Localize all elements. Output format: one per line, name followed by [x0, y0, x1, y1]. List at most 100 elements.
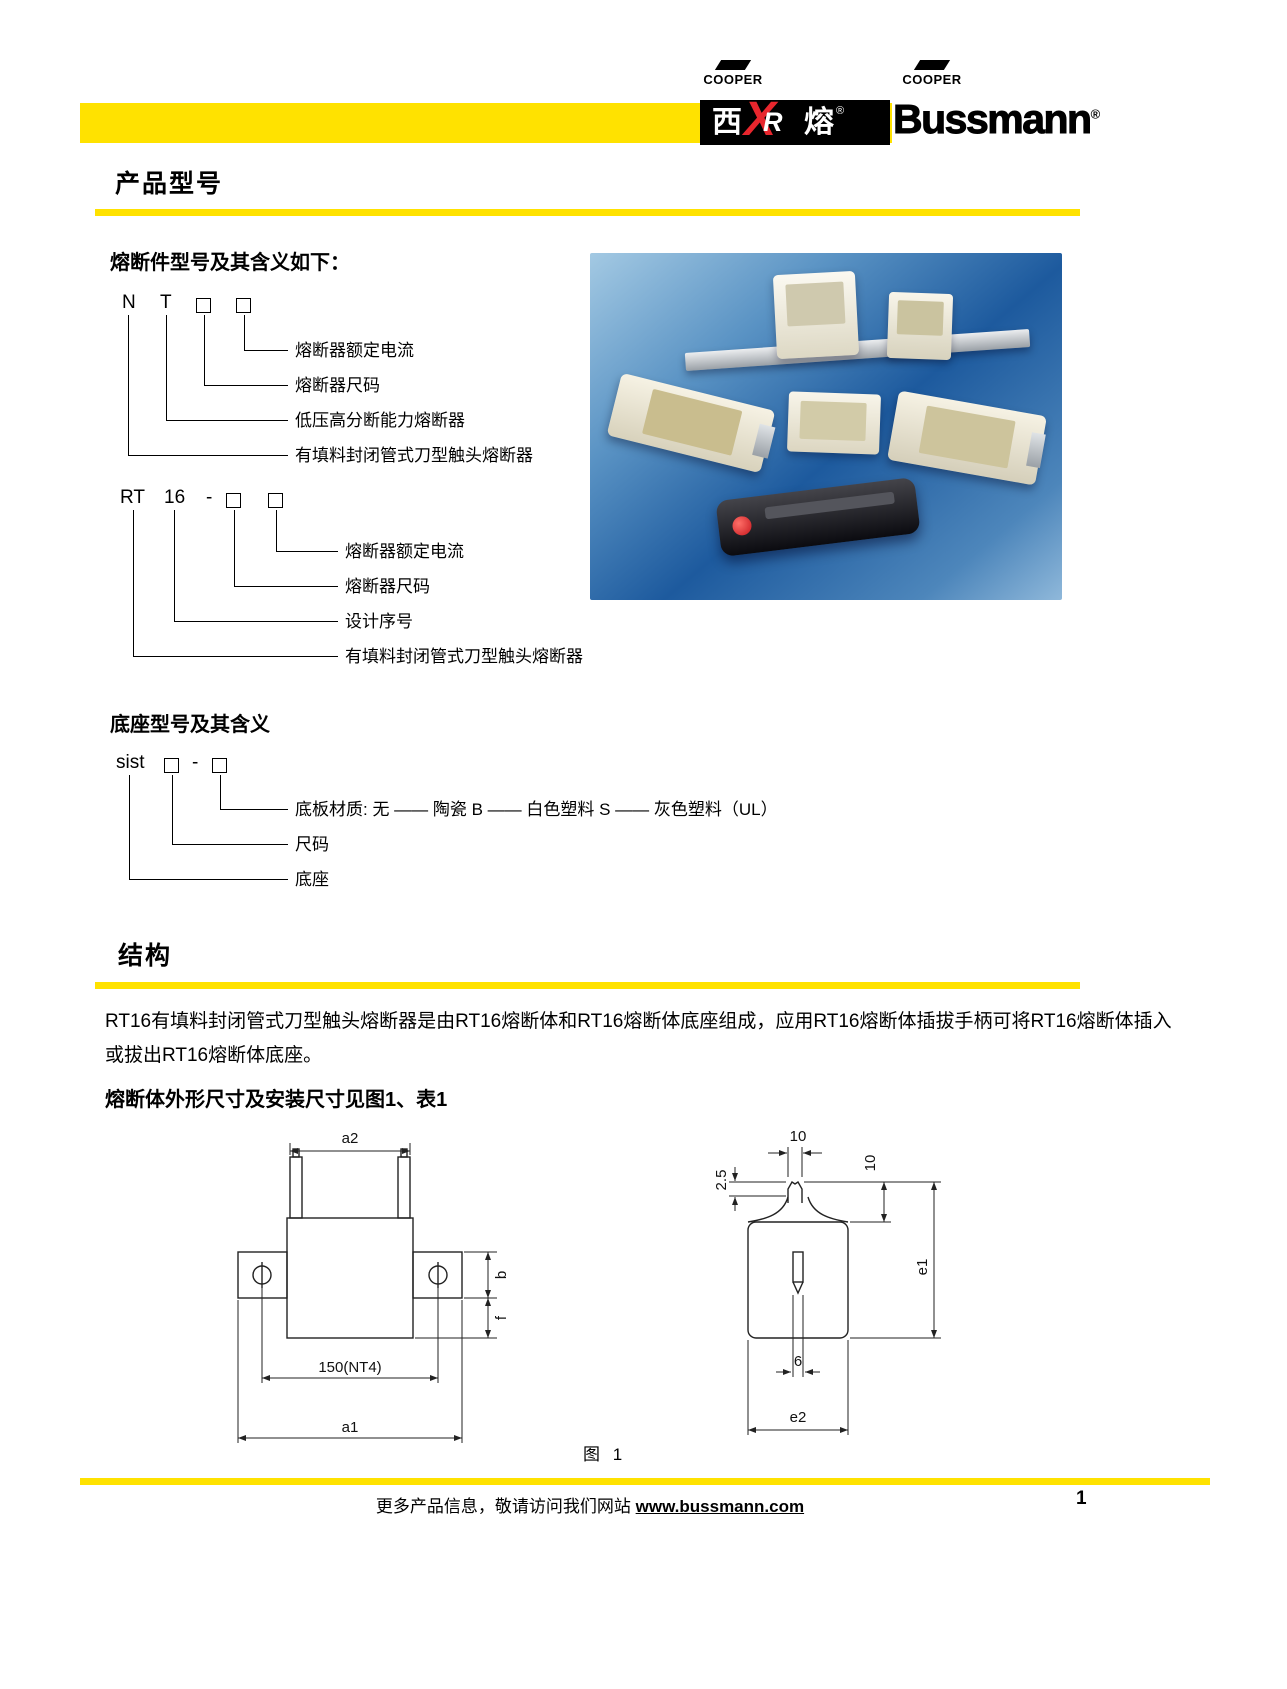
rt-size-box — [226, 493, 241, 508]
nt-letter-t: T — [160, 292, 172, 313]
rt-label-fuse-type: 有填料封闭管式刀型触头熔断器 — [345, 647, 583, 666]
dim-label-150nt4: 150(NT4) — [318, 1359, 381, 1376]
figure1-front-view: a2 b f 150(NT4) a1 — [237, 1130, 510, 1443]
dim-label-top10: 10 — [790, 1128, 807, 1145]
nt-label-size: 熔断器尺码 — [295, 376, 380, 395]
fuse-label-image — [918, 405, 1016, 469]
fuse-side-outline — [747, 1181, 849, 1339]
rt-label-design-serial: 设计序号 — [345, 612, 413, 631]
fuse-label-image — [799, 400, 867, 442]
rail-fuse-image-1 — [772, 270, 860, 360]
section-title-product-model: 产品型号 — [115, 170, 224, 198]
connector-line — [276, 510, 338, 552]
fuse-front-outline — [237, 1148, 463, 1339]
dim-label-a2: a2 — [342, 1130, 359, 1147]
nt-model-diagram: N T 熔断器额定电流 熔断器尺码 低压高分断能力熔断器 有填料封闭管式刀型触头… — [118, 290, 758, 480]
connector-line — [204, 315, 288, 386]
bussmann-registered-mark: ® — [1090, 106, 1101, 122]
cooper-flag-icon — [714, 60, 752, 70]
fuse-image-left — [606, 372, 776, 474]
xr-mark-icon: X R — [742, 93, 804, 146]
sist-label-material: 底板材质: 无 —— 陶瓷 B —— 白色塑料 S —— 灰色塑料（UL） — [295, 800, 778, 819]
connector-line — [133, 510, 338, 657]
cooper-wordmark-left: COOPER — [703, 72, 763, 87]
fuse-image-middle — [786, 391, 882, 455]
xirong-logo: 西 X R 熔 ® — [700, 93, 890, 146]
xr-x: X — [744, 93, 777, 146]
rt-current-box — [268, 493, 283, 508]
cooper-flag-icon — [913, 60, 951, 70]
section-title-structure: 结构 — [118, 942, 173, 970]
rt-letters: RT — [120, 487, 145, 508]
dim-label-e2: e2 — [790, 1409, 807, 1426]
connector-line — [172, 775, 288, 845]
nt-size-box — [196, 298, 211, 313]
xirong-rong: 熔 — [804, 106, 834, 139]
connector-line — [166, 315, 288, 421]
figure-intro: 熔断体外形尺寸及安装尺寸见图1、表1 — [105, 1089, 448, 1111]
xirong-registered-mark: ® — [836, 105, 845, 117]
fuse-label-image — [642, 388, 743, 456]
sist-size-box — [164, 758, 179, 773]
nt-current-box — [236, 298, 251, 313]
connector-line — [234, 510, 338, 587]
xirong-xi: 西 — [712, 106, 742, 139]
rt-label-size: 熔断器尺码 — [345, 577, 430, 596]
sist-model-diagram: sist - 底板材质: 无 —— 陶瓷 B —— 白色塑料 S —— 灰色塑料… — [112, 750, 1032, 900]
rt16-model-diagram: RT 16 - 熔断器额定电流 熔断器尺码 设计序号 有填料封闭管式刀型触头熔断… — [118, 485, 758, 680]
rail-fuse-image-2 — [886, 291, 954, 361]
rt-dash: - — [206, 487, 213, 508]
sist-label-base: 底座 — [295, 870, 329, 889]
connector-line — [244, 315, 288, 351]
section-rule — [95, 982, 1080, 989]
fuse-blade-image — [1026, 432, 1046, 469]
connector-line — [129, 775, 288, 880]
rt-number: 16 — [164, 487, 186, 508]
rt-label-rated-current: 熔断器额定电流 — [345, 542, 464, 561]
dim-label-f: f — [493, 1315, 510, 1320]
dim-label-e1: e1 — [914, 1259, 931, 1276]
figure1-side-view: 10 2.5 10 e1 6 e2 — [713, 1128, 941, 1435]
cooper-wordmark-right: COOPER — [902, 72, 962, 87]
fuse-blade-image — [752, 423, 776, 459]
side-view-dimensions — [729, 1147, 941, 1435]
product-photo — [590, 253, 1062, 600]
sist-word: sist — [116, 752, 145, 773]
fuse-label-image — [896, 300, 944, 336]
dim-label-right10: 10 — [862, 1155, 879, 1172]
page-number: 1 — [1076, 1488, 1087, 1509]
bussmann-logo: Bussmann® — [893, 96, 1101, 143]
connector-line — [220, 775, 288, 810]
section-rule — [95, 209, 1080, 216]
footer-website-link[interactable]: www.bussmann.com — [635, 1497, 805, 1516]
fuse-model-intro: 熔断件型号及其含义如下： — [110, 252, 350, 274]
dim-label-6: 6 — [794, 1353, 802, 1370]
sist-dash: - — [192, 752, 199, 773]
sist-material-box — [212, 758, 227, 773]
nt-label-fuse-type: 有填料封闭管式刀型触头熔断器 — [295, 446, 533, 465]
dim-label-2-5: 2.5 — [713, 1170, 730, 1191]
handle-red-button-image — [731, 515, 753, 537]
fuse-label-image — [785, 281, 846, 327]
footer-text: 更多产品信息，敬请访问我们网站 www.bussmann.com — [105, 1492, 1075, 1517]
footer-yellow-bar — [80, 1478, 1210, 1485]
nt-label-breaking-capacity: 低压高分断能力熔断器 — [295, 411, 465, 430]
dim-label-a1: a1 — [342, 1419, 359, 1436]
nt-label-rated-current: 熔断器额定电流 — [295, 341, 414, 360]
fuse-image-right — [887, 390, 1047, 486]
base-model-title: 底座型号及其含义 — [110, 714, 270, 736]
bussmann-wordmark: Bussmann — [893, 96, 1093, 143]
connector-line — [174, 510, 338, 622]
xr-r: R — [763, 107, 783, 137]
front-view-dimensions — [237, 1143, 497, 1443]
sist-label-size: 尺码 — [295, 835, 329, 854]
cooper-logo-right: COOPER — [896, 60, 968, 87]
figure1-caption: 图 1 — [583, 1445, 627, 1464]
dim-label-b: b — [493, 1271, 510, 1279]
extractor-handle-image — [715, 477, 921, 557]
nt-letter-n: N — [122, 292, 136, 313]
footer-message: 更多产品信息，敬请访问我们网站 — [375, 1497, 636, 1516]
connector-line — [128, 315, 288, 456]
handle-stripe-image — [764, 491, 895, 520]
